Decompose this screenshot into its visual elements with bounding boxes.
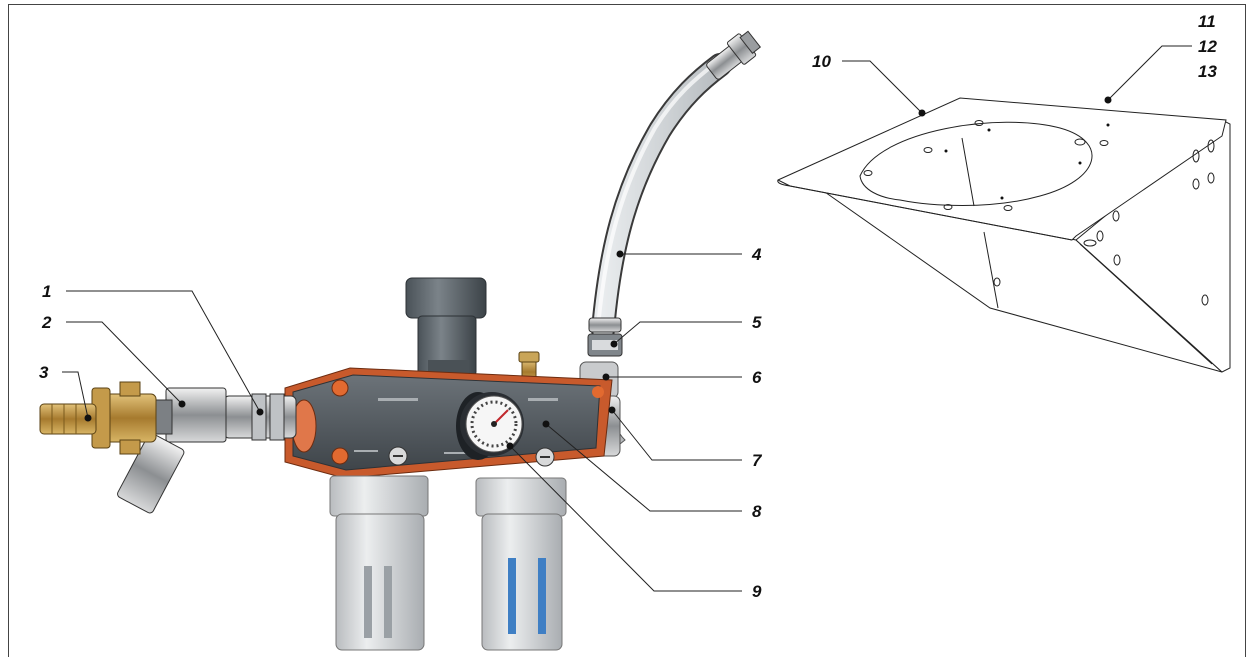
callout-6: 6 [752,368,762,387]
callout-12: 12 [1198,37,1217,56]
inlet-coupling [39,381,297,514]
callout-1: 1 [42,282,51,301]
callout-3: 3 [39,363,49,382]
callout-10: 10 [812,52,831,71]
mounting-bracket [777,97,1231,373]
callout-labels: 1 2 3 4 5 6 7 8 9 10 11 12 13 [39,12,1217,601]
filter-bowl-right [475,477,567,651]
callout-13: 13 [1198,62,1217,81]
callout-11: 11 [1198,12,1216,31]
page-border [8,4,1246,657]
regulator-knob [405,277,487,380]
air-hose [587,30,762,357]
callout-5: 5 [752,313,762,332]
pressure-gauge [456,392,524,460]
callout-8: 8 [752,502,762,521]
callout-4: 4 [751,245,762,264]
callout-9: 9 [752,582,762,601]
leader-lines [62,45,1192,592]
callout-2: 2 [41,313,52,332]
manifold-body [284,367,613,479]
filter-bowl-left [329,475,429,651]
callout-7: 7 [752,451,763,470]
filter-regulator-assembly [39,30,762,651]
